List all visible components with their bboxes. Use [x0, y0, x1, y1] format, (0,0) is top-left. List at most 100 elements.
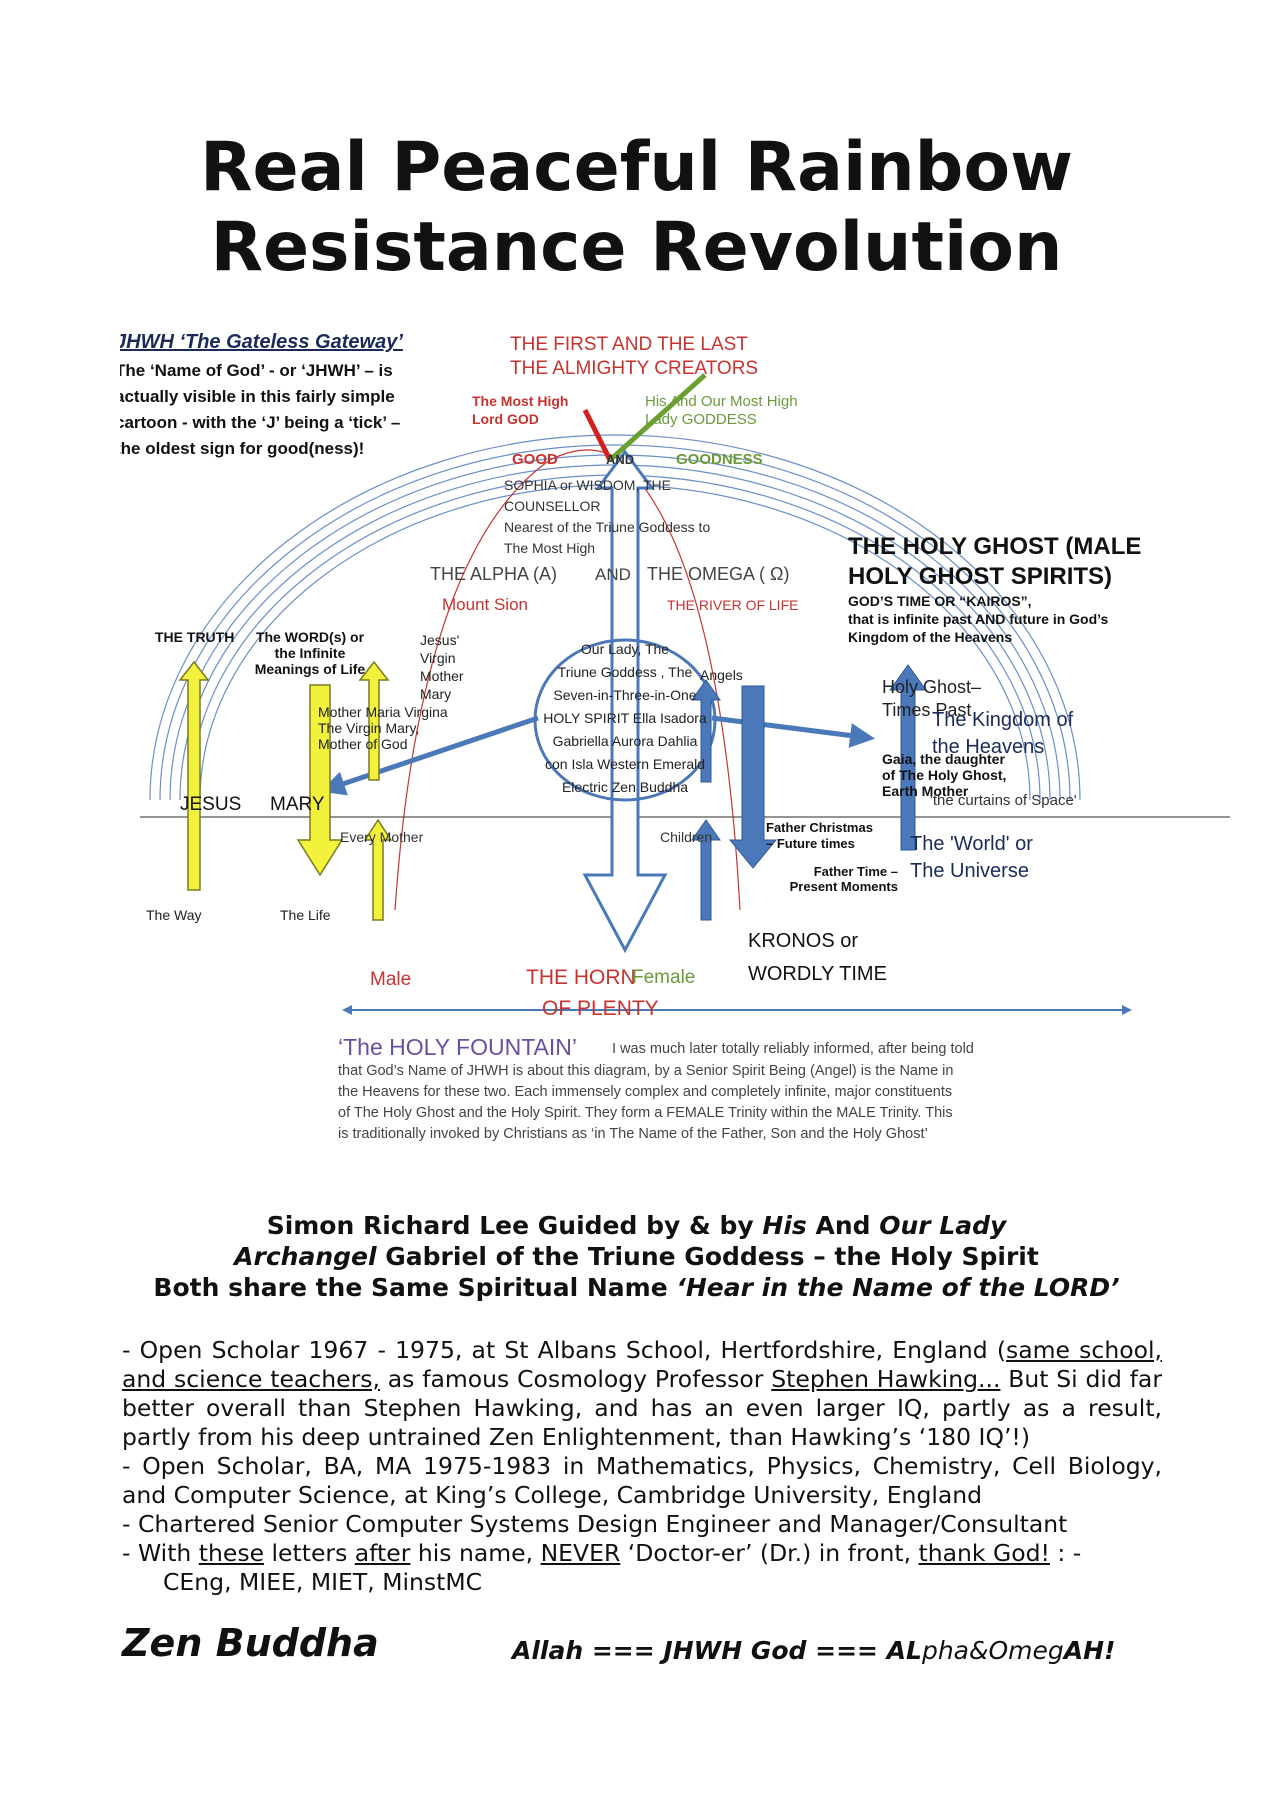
- red-tick: [582, 408, 613, 462]
- word-line-1: The WORD(s) or: [256, 629, 365, 645]
- most-high-lady-2: Lady GODDESS: [645, 411, 757, 428]
- fountain-line-4: of The Holy Ghost and the Holy Spirit. T…: [338, 1105, 953, 1121]
- cv-text: his name,: [410, 1539, 541, 1567]
- byline-share: Both share the Same Spiritual Name: [153, 1273, 677, 1302]
- jesus-virgin-line-4: Mary: [420, 686, 451, 702]
- stephen-hawking-link[interactable]: Stephen Hawking...: [771, 1365, 1001, 1393]
- fountain-line-2: that God’s Name of JHWH is about this di…: [338, 1063, 953, 1079]
- mother-maria-line-3: Mother of God: [318, 736, 408, 752]
- father-time-line-2: Present Moments: [790, 879, 898, 894]
- sophia-text: SOPHIA or WISDOM, THE COUNSELLOR Nearest…: [504, 477, 710, 556]
- most-high-lord-1: The Most High: [472, 393, 568, 409]
- fountain-line-1: I was much later totally reliably inform…: [612, 1041, 974, 1057]
- cv-item-engineer: - Chartered Senior Computer Systems Desi…: [122, 1510, 1068, 1538]
- after-link[interactable]: after: [354, 1539, 411, 1567]
- jesus-virgin-line-2: Virgin: [420, 650, 456, 666]
- title-line-1: Real Peaceful Rainbow: [200, 128, 1073, 207]
- and-label-2: AND: [595, 565, 631, 584]
- our-lady-text: Our Lady, The Triune Goddess , The Seven…: [543, 641, 707, 795]
- sophia-line-1: SOPHIA or WISDOM, THE: [504, 477, 671, 493]
- byline-line-3: Both share the Same Spiritual Name ‘Hear…: [0, 1272, 1273, 1303]
- byline-archangel: Archangel: [234, 1242, 377, 1271]
- cv-item-st-albans: - Open Scholar 1967 - 1975, at St Albans…: [122, 1336, 1162, 1452]
- our-lady-line-1: Our Lady, The: [581, 641, 669, 657]
- byline-text: Simon Richard Lee Guided by & by: [266, 1211, 763, 1240]
- holy-ghost-times-2: Times Past: [882, 700, 971, 720]
- mother-maria-text: Mother Maria Virgina The Virgin Mary, Mo…: [318, 704, 448, 752]
- curtains-label: 'the curtains of Space': [930, 792, 1077, 809]
- fountain-line-5: is traditionally invoked by Christians a…: [338, 1126, 928, 1142]
- holy-ghost-times-1: Holy Ghost–: [882, 677, 981, 697]
- fountain-text: I was much later totally reliably inform…: [338, 1041, 974, 1142]
- father-time-text: Father Time – Present Moments: [790, 864, 898, 894]
- goodness-label: GOODNESS: [676, 451, 763, 468]
- kairos-text: GOD’S TIME OR “KAIROS”, that is infinite…: [848, 593, 1109, 645]
- cv-letters: CEng, MIEE, MIET, MinstMC: [163, 1568, 483, 1596]
- byline-line-1: Simon Richard Lee Guided by & by His And…: [0, 1210, 1273, 1241]
- gateless-heading: JHWH ‘The Gateless Gateway’: [120, 331, 403, 353]
- mother-maria-line-2: The Virgin Mary,: [318, 720, 419, 736]
- father-christmas-line-2: – Future times: [766, 836, 855, 851]
- signature-name: Zen Buddha: [122, 1621, 379, 1665]
- angels-label: Angels: [700, 667, 743, 683]
- holy-ghost-heading-1: THE HOLY GHOST (MALE: [848, 533, 1141, 560]
- our-lady-line-3: Seven-in-Three-in-One: [553, 687, 696, 703]
- omega-label: THE OMEGA ( Ω): [647, 564, 789, 584]
- gateless-line-3: cartoon - with the ‘J’ being a ‘tick’ –: [120, 413, 400, 432]
- mount-sion-label: Mount Sion: [442, 595, 528, 614]
- gateless-text: The ‘Name of God’ - or ‘JHWH’ – is actua…: [120, 361, 400, 458]
- and-label-1: AND: [606, 452, 634, 467]
- our-lady-line-5: Gabriella Aurora Dahlia: [553, 733, 698, 749]
- cv-text: ‘Doctor-er’ (Dr.) in front,: [620, 1539, 919, 1567]
- cv-text: : -: [1049, 1539, 1082, 1567]
- most-high-lord-2: Lord GOD: [472, 411, 539, 427]
- truth-label: THE TRUTH: [155, 629, 234, 645]
- every-mother-label: Every Mother: [340, 829, 424, 845]
- these-link[interactable]: these: [198, 1539, 265, 1567]
- byline-name-quote: ‘Hear in the Name of the LORD’: [676, 1273, 1120, 1302]
- cv-list: - Open Scholar 1967 - 1975, at St Albans…: [122, 1336, 1162, 1597]
- horn-of-plenty-arrow: [582, 449, 668, 954]
- cv-item-cambridge: - Open Scholar, BA, MA 1975-1983 in Math…: [122, 1452, 1162, 1509]
- the-life-label: The Life: [280, 907, 331, 923]
- cv-text: - With: [122, 1539, 199, 1567]
- gaia-line-3: Earth Mother: [882, 783, 969, 799]
- word-line-3: Meanings of Life: [255, 661, 366, 677]
- gaia-line-2: of The Holy Ghost,: [882, 767, 1006, 783]
- arrow-to-jesus: [320, 715, 539, 796]
- blue-arrows: [691, 664, 927, 921]
- kronos-line-2: WORDLY TIME: [748, 963, 887, 985]
- thank-god-link[interactable]: thank God!: [918, 1539, 1050, 1567]
- our-lady-line-7: Electric Zen Buddha: [562, 779, 688, 795]
- father-christmas-line-1: Father Christmas: [766, 820, 873, 835]
- cv-text: - Open Scholar 1967 - 1975, at St Albans…: [122, 1336, 1007, 1364]
- motto-part-2: pha&Omeg: [921, 1636, 1064, 1665]
- sophia-line-3: Nearest of the Triune Goddess to: [504, 519, 710, 535]
- gateless-line-2: actually visible in this fairly simple: [120, 387, 395, 406]
- mary-label: MARY: [270, 794, 325, 815]
- world-line-2: The Universe: [910, 860, 1029, 882]
- kairos-line-1: GOD’S TIME OR “KAIROS”,: [848, 593, 1032, 609]
- never-link[interactable]: NEVER: [540, 1539, 621, 1567]
- kairos-line-2: that is infinite past AND future in God’…: [848, 611, 1109, 627]
- signature-motto: Allah === JHWH God === ALpha&OmegAH!: [512, 1634, 1115, 1668]
- byline-line-2: Archangel Gabriel of the Triune Goddess …: [0, 1241, 1273, 1272]
- same-school-link[interactable]: same school, and science teachers,: [122, 1336, 1162, 1393]
- arrow-to-gaia: [711, 715, 875, 748]
- cv-item-letters: - With these letters after his name, NEV…: [122, 1539, 1162, 1568]
- red-parabola: [394, 449, 741, 911]
- motto-part-1: Allah === JHWH God === AL: [512, 1636, 922, 1665]
- kingdom-line-1: The Kingdom of: [932, 709, 1074, 731]
- horn-line-1: THE HORN: [526, 966, 636, 989]
- fountain-line-3: the Heavens for these two. Each immensel…: [338, 1084, 952, 1100]
- byline-his: His: [762, 1211, 807, 1240]
- cv-text: letters: [264, 1539, 355, 1567]
- almighty-creators: THE ALMIGHTY CREATORS: [510, 358, 758, 379]
- word-line-2: the Infinite: [275, 645, 346, 661]
- holy-ghost-heading-2: HOLY GHOST SPIRITS): [848, 563, 1112, 590]
- river-of-life-label: THE RIVER OF LIFE: [667, 597, 798, 613]
- jesus-virgin-line-3: Mother: [420, 668, 464, 684]
- world-line-1: The 'World' or: [910, 833, 1033, 855]
- our-lady-line-6: con Isla Western Emerald: [545, 756, 705, 772]
- gateless-line-4: the oldest sign for good(ness)!: [120, 439, 364, 458]
